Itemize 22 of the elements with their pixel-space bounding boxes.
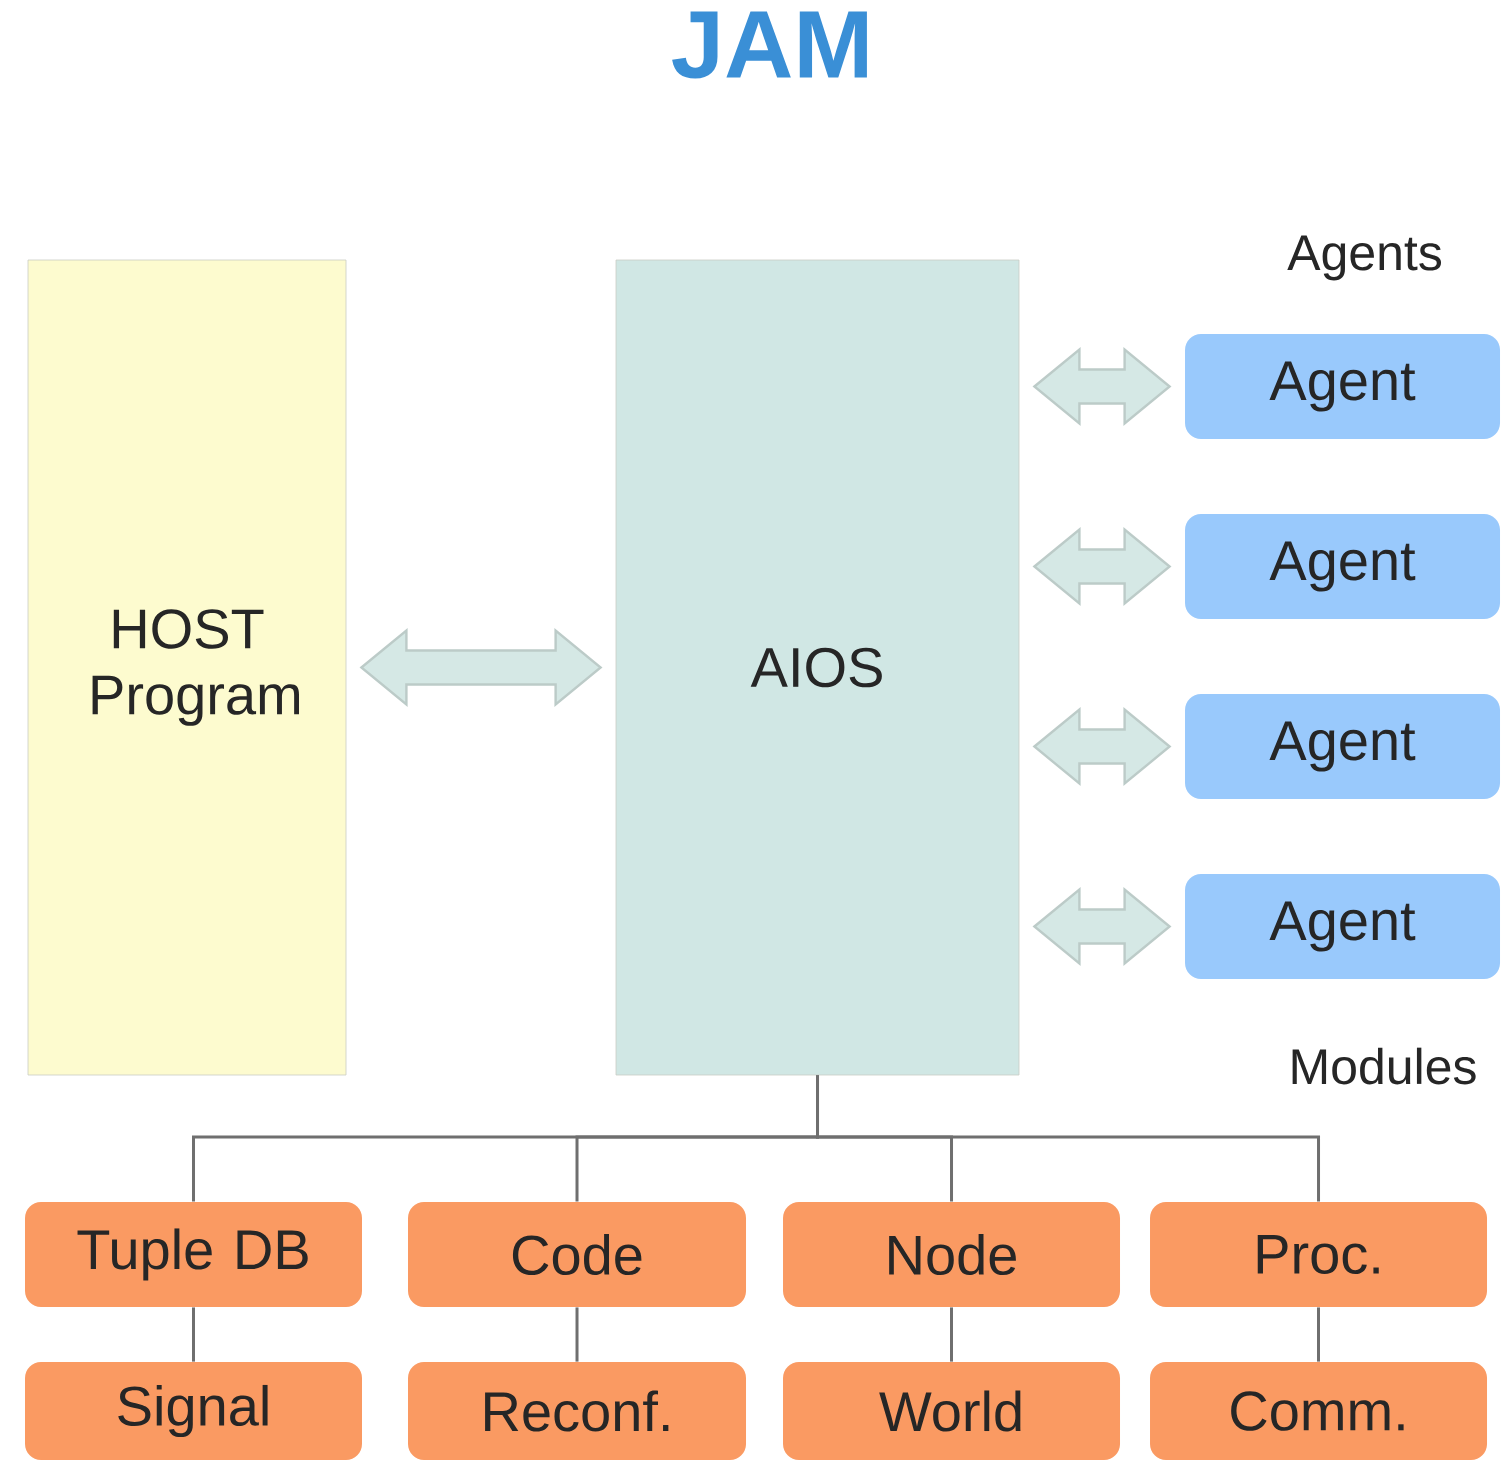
agent-box: Agent	[1185, 334, 1500, 439]
section-label: Agents	[1287, 235, 1441, 281]
connector-line	[192, 1307, 195, 1362]
module-box: Comm.	[1150, 1362, 1487, 1460]
module-box: Node	[783, 1202, 1120, 1307]
title: JAM	[672, 11, 867, 79]
module-box: Signal	[25, 1362, 362, 1460]
connector-line	[1317, 1307, 1320, 1362]
module-box: Proc.	[1150, 1202, 1487, 1307]
module-box: World	[783, 1362, 1120, 1460]
module-box: Reconf.	[408, 1362, 746, 1460]
connector-line	[575, 1307, 579, 1362]
module-box: Tuple DB	[25, 1202, 362, 1307]
section-label: Modules	[1292, 1047, 1476, 1085]
connector-line	[816, 1075, 1320, 1202]
agent-box: Agent	[1185, 514, 1500, 619]
aios-box: AIOS	[615, 259, 1020, 1076]
host-program-box: HOST Program	[27, 259, 347, 1076]
connector-line	[950, 1307, 953, 1362]
agent-box: Agent	[1185, 874, 1500, 979]
module-box: Code	[408, 1202, 746, 1307]
agent-box: Agent	[1185, 694, 1500, 799]
